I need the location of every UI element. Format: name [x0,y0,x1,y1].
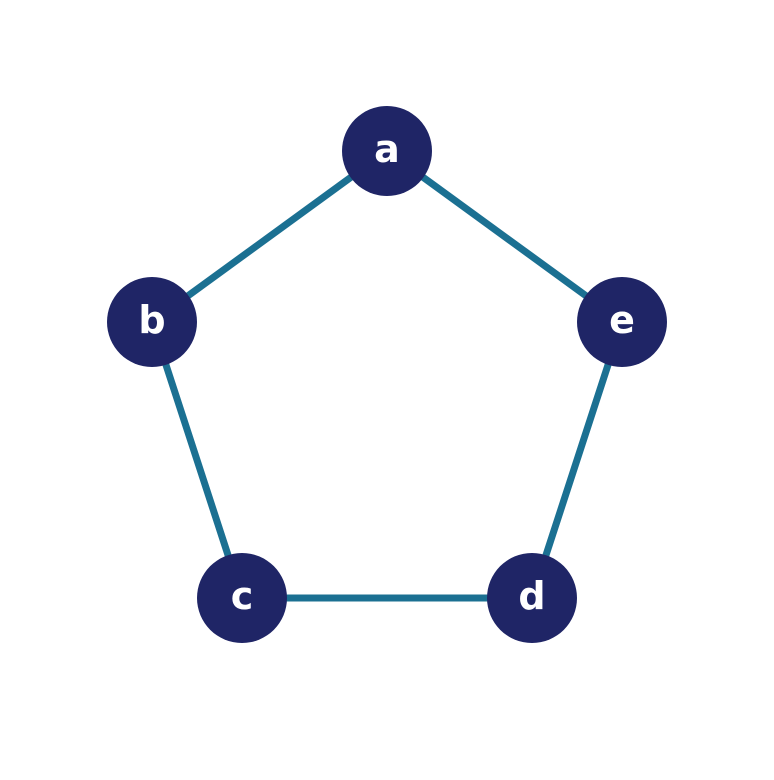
node-a[interactable]: a [342,106,432,196]
nodes-layer: a b c d e [107,106,667,643]
node-c-circle [197,553,287,643]
edges-layer [148,148,626,602]
node-c-label: c [231,574,254,618]
node-a-circle [342,106,432,196]
node-e-label: e [609,298,635,342]
edge-b-c [148,320,246,600]
node-e-circle [577,277,667,367]
edge-e-a [384,148,625,325]
node-b-circle [107,277,197,367]
node-d[interactable]: d [487,553,577,643]
node-b[interactable]: b [107,277,197,367]
node-e[interactable]: e [577,277,667,367]
node-d-label: d [518,574,545,618]
node-b-label: b [138,298,165,342]
node-d-circle [487,553,577,643]
edge-a-b [149,148,390,325]
node-a-label: a [374,127,400,171]
edge-d-e [528,320,626,600]
node-c[interactable]: c [197,553,287,643]
